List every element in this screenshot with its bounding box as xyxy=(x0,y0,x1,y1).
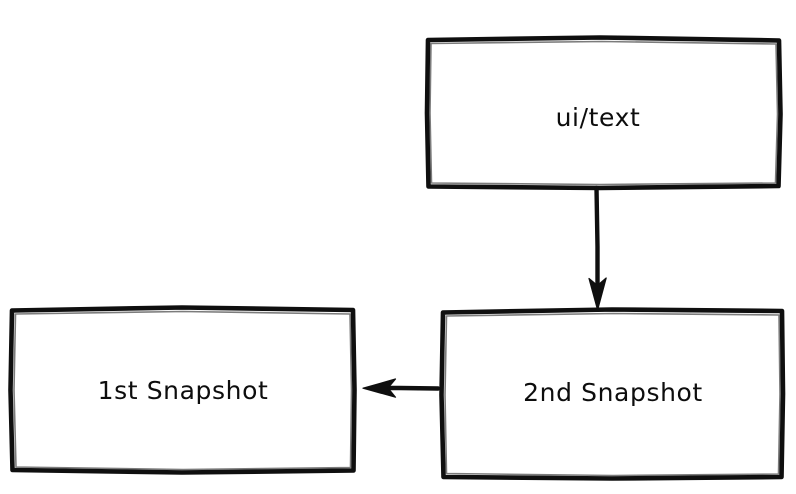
node-first-snapshot-shape xyxy=(8,305,357,475)
node-first-snapshot[interactable]: 1st Snapshot xyxy=(8,305,357,475)
node-ui-text-label: ui/text xyxy=(556,103,641,132)
node-ui-text[interactable]: ui/text xyxy=(424,35,783,191)
node-second-snapshot-shape xyxy=(439,307,786,481)
node-ui-text-shape xyxy=(424,35,783,191)
node-second-snapshot-label: 2nd Snapshot xyxy=(523,378,703,407)
edge-uitext-to-second-line xyxy=(594,185,600,303)
edge-second-to-first-arrowhead xyxy=(362,378,397,398)
edge-second-to-first-snapshot[interactable] xyxy=(362,378,441,398)
node-second-snapshot-sketch-overlay xyxy=(444,312,781,477)
node-first-snapshot-label: 1st Snapshot xyxy=(98,376,269,405)
node-ui-text-sketch-overlay xyxy=(429,40,779,186)
edge-uitext-to-second-snapshot[interactable] xyxy=(588,185,607,311)
node-first-snapshot-sketch-overlay xyxy=(13,310,353,471)
node-second-snapshot[interactable]: 2nd Snapshot xyxy=(439,307,786,481)
edge-uitext-to-second-arrowhead xyxy=(588,277,607,311)
